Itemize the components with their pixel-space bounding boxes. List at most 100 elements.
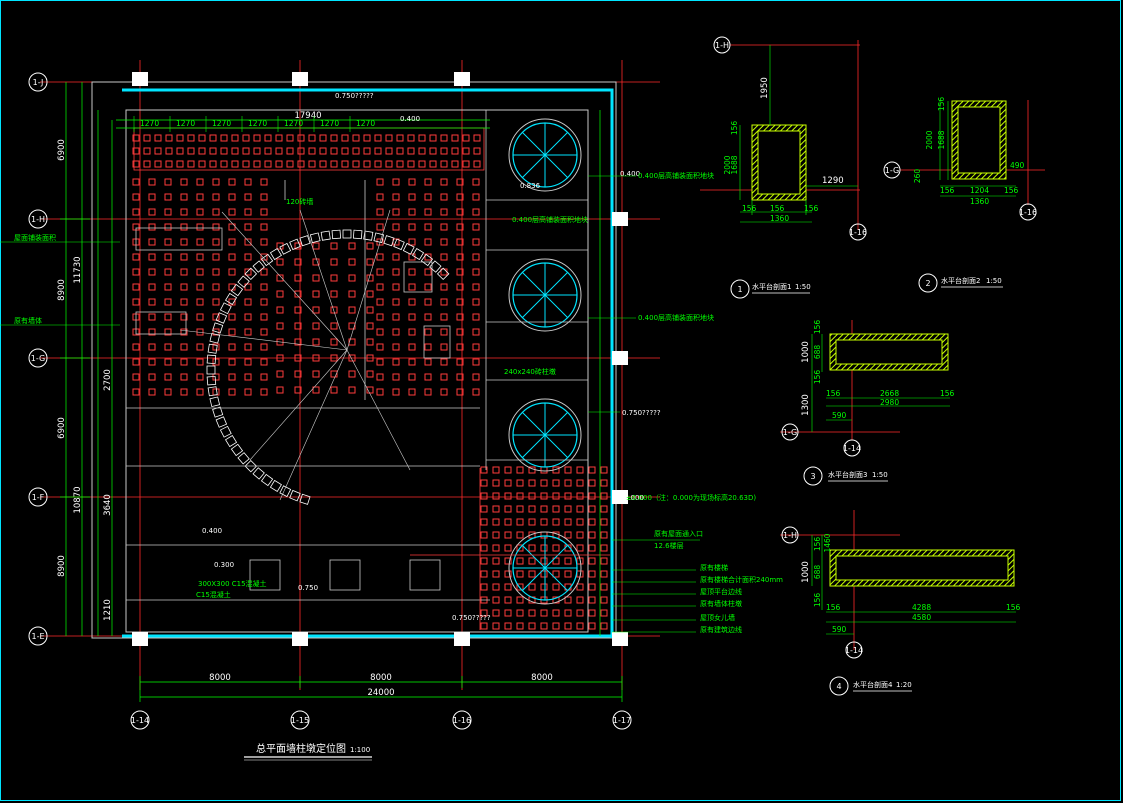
column-j16	[454, 72, 470, 86]
pier	[231, 134, 239, 142]
pier	[552, 492, 560, 500]
detail-4-dim-156c: 156	[826, 603, 841, 612]
note-brick-wall: 120砖墙	[286, 197, 313, 206]
pier	[148, 358, 156, 366]
pier	[348, 386, 356, 394]
curved-wall	[206, 229, 450, 505]
detail-3: 1000 688 156 156 1300 156 2668 156 2980 …	[780, 320, 955, 486]
pier	[212, 268, 220, 276]
pier	[260, 283, 268, 291]
planter-spoke	[522, 154, 546, 178]
pier	[196, 388, 204, 396]
pier	[456, 328, 464, 336]
pier	[244, 178, 252, 186]
pier	[385, 134, 393, 142]
pier	[264, 147, 272, 155]
arc-pier	[352, 229, 363, 240]
detail-4-dim-156d: 156	[1006, 603, 1021, 612]
detail-3-dim-2980: 2980	[880, 398, 899, 407]
pier	[212, 178, 220, 186]
drawing-scale: 1:100	[350, 746, 370, 754]
planter-wheels	[508, 118, 582, 605]
grid-bubble-1-G: 1-G	[28, 348, 48, 368]
pier	[418, 147, 426, 155]
svg-text:1-14: 1-14	[843, 444, 861, 453]
elev-6: ±0.000	[618, 494, 644, 502]
pier	[228, 313, 236, 321]
svg-text:1-14: 1-14	[845, 646, 863, 655]
pier	[148, 313, 156, 321]
detail-4-dim-156a: 156	[813, 537, 822, 552]
dim-left-inner-3: 3640	[103, 494, 113, 516]
pier	[588, 505, 596, 513]
pier	[209, 134, 217, 142]
pier	[492, 479, 500, 487]
pier	[308, 160, 316, 168]
pier	[528, 583, 536, 591]
pier	[276, 386, 284, 394]
pier	[242, 160, 250, 168]
pier	[473, 147, 481, 155]
pier	[366, 386, 374, 394]
pier	[473, 134, 481, 142]
pier	[132, 373, 140, 381]
pier	[440, 388, 448, 396]
pier	[385, 147, 393, 155]
pier	[408, 358, 416, 366]
pier	[148, 268, 156, 276]
pier	[564, 466, 572, 474]
pier	[352, 134, 360, 142]
planter-spoke	[544, 545, 568, 569]
pier	[424, 283, 432, 291]
pier	[244, 283, 252, 291]
pier	[440, 373, 448, 381]
pier	[363, 160, 371, 168]
pier	[564, 531, 572, 539]
detail-1-dim-156a: 156	[730, 121, 739, 136]
pier	[456, 223, 464, 231]
pier	[504, 479, 512, 487]
pier	[148, 388, 156, 396]
detail-1-grid-bottom: 1-16	[849, 223, 867, 241]
pier	[504, 596, 512, 604]
pier	[132, 147, 140, 155]
detail-1-dim-156c: 156	[804, 204, 819, 213]
pier	[176, 134, 184, 142]
planter-spoke	[544, 412, 568, 436]
pier	[504, 570, 512, 578]
pier	[492, 518, 500, 526]
planter-spoke	[522, 272, 546, 296]
pier	[540, 531, 548, 539]
pier	[376, 298, 384, 306]
grid-bubble-1-15: 1-15	[290, 710, 310, 730]
arc-pier	[320, 230, 331, 241]
pier	[407, 147, 415, 155]
pier	[516, 544, 524, 552]
pier	[228, 238, 236, 246]
pier	[456, 193, 464, 201]
dim-left-mid-2: 10870	[73, 486, 83, 513]
arc-pier	[299, 235, 311, 247]
pier	[312, 370, 320, 378]
pier	[472, 223, 480, 231]
pier	[504, 466, 512, 474]
arc-pier	[212, 406, 224, 418]
pier	[456, 313, 464, 321]
pier	[297, 147, 305, 155]
pier	[492, 466, 500, 474]
detail-2-title: 水平台剖面2	[941, 276, 980, 285]
pier	[180, 358, 188, 366]
pier	[407, 160, 415, 168]
pier	[564, 570, 572, 578]
dim-left-inner-2: 1210	[103, 599, 113, 621]
elev-2: 0.400	[400, 115, 420, 123]
pier	[576, 596, 584, 604]
pier	[440, 147, 448, 155]
elev-4: 0.400	[620, 170, 640, 178]
pier	[260, 223, 268, 231]
pier	[424, 208, 432, 216]
pier	[472, 343, 480, 351]
pier	[242, 134, 250, 142]
pier	[424, 373, 432, 381]
